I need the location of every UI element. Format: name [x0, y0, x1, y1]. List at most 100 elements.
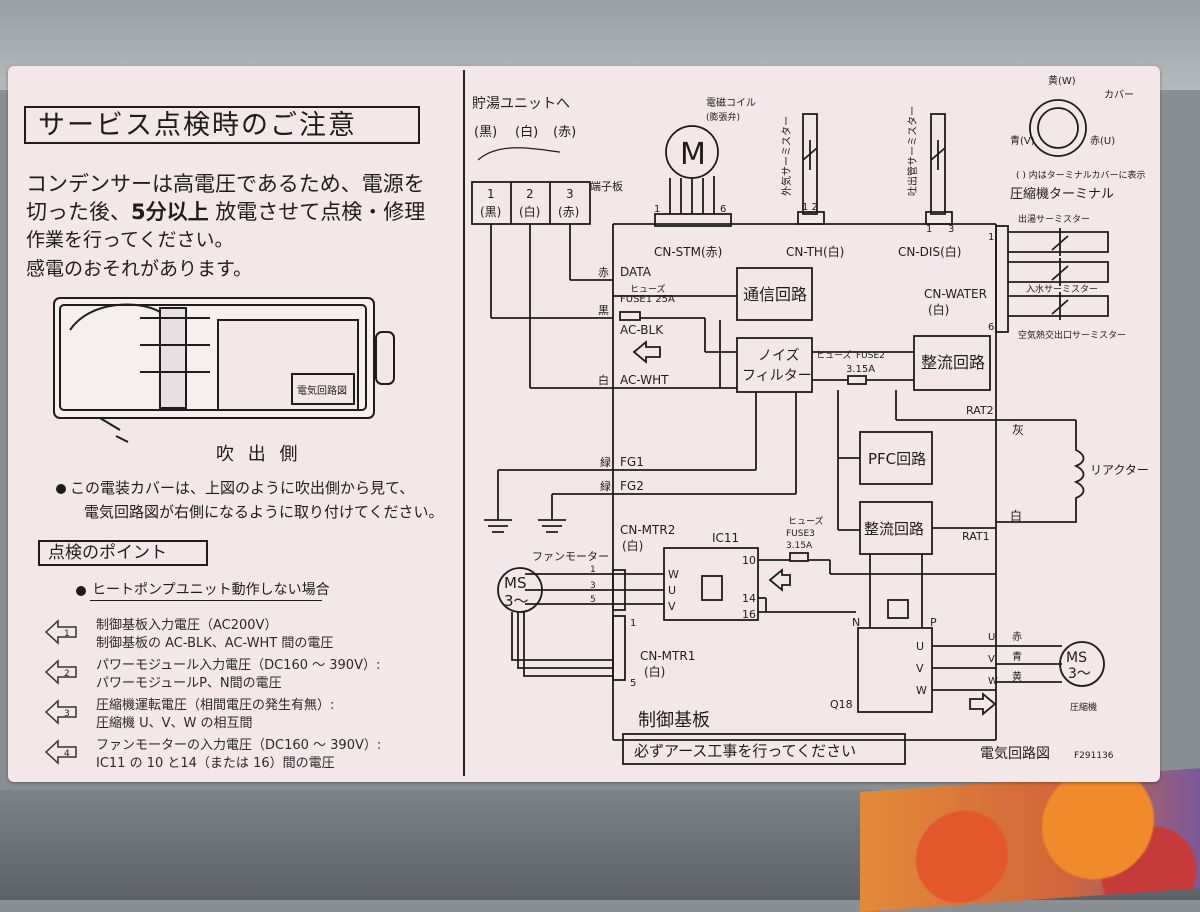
green-label: 緑: [600, 479, 611, 493]
mtr1-pin: 5: [630, 678, 636, 689]
wuv-label: V: [668, 600, 676, 613]
white-label: 白: [1010, 508, 1022, 523]
solenoid-label: 電磁コイル: [706, 96, 756, 109]
wht-color-label: 白: [598, 373, 609, 387]
compressor-terminal-label: 圧縮機ターミナル: [1010, 186, 1114, 202]
stm-pin: 1: [654, 204, 660, 215]
diagram-title: 電気回路図: [980, 746, 1050, 762]
fuse-label: ヒューズ: [788, 515, 824, 527]
pfc-label: PFC回路: [868, 450, 926, 468]
warning-line-4: 感電のおそれがあります。: [26, 258, 253, 280]
wuv-label: U: [668, 584, 676, 597]
ac-wht-label: AC-WHT: [620, 373, 669, 387]
phase-color: 赤: [1012, 631, 1022, 643]
unit-caption: 吹 出 側: [216, 444, 302, 465]
arrow-left-icon: 3: [44, 699, 77, 725]
terminal-num: 1: [487, 187, 495, 201]
unit-box-label: 電気回路図: [297, 384, 347, 397]
cover-note: ( ) 内はターミナルカバーに表示: [1016, 169, 1145, 181]
terminal-color: (白): [519, 204, 540, 219]
cover-mark-v: 青(V): [1010, 134, 1035, 147]
fuse-label: ヒューズ: [630, 283, 666, 295]
q18-label: Q18: [830, 698, 853, 711]
warning-line-3: 作業を行ってください。: [26, 229, 234, 251]
check-item-num: 3: [64, 709, 70, 719]
terminal-num: 3: [566, 187, 574, 201]
check-item-line2: パワーモジュールP、N間の電圧: [96, 676, 282, 691]
n-label: N: [852, 616, 860, 629]
fuse1-label: FUSE1 25A: [620, 294, 675, 305]
cn-water-color: (白): [928, 302, 949, 317]
data-color-label: 赤: [598, 266, 609, 279]
wire-color-label: (黒): [474, 125, 497, 140]
cn-mtr1-color: (白): [644, 664, 665, 679]
cover-mark-cover: カバー: [1104, 89, 1134, 101]
cn-mtr1-label: CN-MTR1: [640, 649, 695, 663]
green-label: 緑: [600, 455, 611, 469]
fuse2-rating: 3.15A: [846, 364, 875, 375]
cn-stm-label: CN-STM(赤): [654, 245, 722, 259]
cover-note-line-2: 電気回路図が右側になるように取り付けてください。: [84, 503, 444, 521]
uvw-label: W: [916, 684, 927, 697]
stm-pin: 6: [720, 204, 726, 215]
terminal-board-label: 端子板: [590, 179, 623, 193]
check-item-line1: ファンモーターの入力電圧（DC160 ～ 390V）:: [96, 738, 382, 753]
check-item-line1: 制御基板入力電圧（AC200V）: [96, 618, 278, 633]
uvw-label: W: [988, 676, 998, 687]
cn-dis-label: CN-DIS(白): [898, 244, 961, 259]
wire-color-label: (赤): [553, 125, 576, 140]
wuv-label: W: [668, 568, 679, 581]
check-item-num: 2: [64, 669, 70, 679]
uvw-label: V: [988, 654, 995, 665]
fan-pin: 1: [590, 565, 596, 575]
terminal-color: (赤): [558, 205, 579, 219]
arrow-left-icon: 4: [44, 739, 77, 765]
check-item-line1: パワーモジュール入力電圧（DC160 ～ 390V）:: [96, 658, 381, 673]
page-title: サービス点検時のご注意: [38, 110, 357, 141]
terminal-color: (黒): [480, 205, 501, 219]
compressor-label: 圧縮機: [1070, 701, 1097, 713]
cn-mtr2-label: CN-MTR2: [620, 523, 675, 537]
blk-color-label: 黒: [598, 304, 609, 317]
phase-color: 黄: [1012, 670, 1022, 683]
fan-pin: 3: [590, 581, 596, 591]
wiring: [471, 99, 1109, 765]
fg1-label: FG1: [620, 455, 644, 469]
fuse-label: ヒューズ: [816, 349, 852, 361]
fan-motor-label: ファンモーター: [532, 550, 609, 563]
ic-pin: 16: [742, 608, 756, 621]
rectifier-1-label: 整流回路: [921, 353, 985, 372]
reactor-label: リアクター: [1090, 463, 1149, 477]
unit-housing: [53, 297, 395, 443]
water-pin: 1: [988, 232, 994, 243]
rectifier-2-label: 整流回路: [864, 520, 924, 538]
noise-filter-label-1: ノイズ: [758, 348, 800, 364]
label-divider: [463, 70, 465, 776]
ac-blk-label: AC-BLK: [620, 323, 664, 337]
fg2-label: FG2: [620, 479, 644, 493]
check-item-num: 4: [64, 749, 70, 759]
ic-pin: 10: [742, 554, 756, 567]
phase-color: 青: [1012, 650, 1022, 663]
motor-m-label: M: [680, 137, 706, 172]
wire-color-label: (白): [515, 124, 538, 140]
ms-fan-label-1: MS: [504, 574, 526, 592]
ms-compressor-label-1: MS: [1066, 650, 1087, 666]
ms-compressor-label-2: 3～: [1068, 666, 1091, 682]
terminal-num: 2: [526, 187, 534, 201]
warning-line-2-pre: 切った後、: [26, 200, 131, 224]
outside-thermistor-label: 外気サーミスター: [780, 116, 793, 196]
ms-fan-label-2: 3～: [504, 592, 529, 610]
inlet-thermistor-label: 入水サーミスター: [1026, 283, 1098, 295]
p-label: P: [930, 616, 937, 629]
bullet-icon: [56, 484, 66, 494]
warning-line-1: コンデンサーは高電圧であるため、電源を: [26, 172, 425, 196]
storage-unit-label: 貯湯ユニットへ: [472, 95, 570, 112]
cn-mtr2-color: (白): [622, 538, 643, 553]
rat1-label: RAT1: [962, 530, 990, 543]
warning-line-2-post: 放電させて点検・修理: [208, 200, 426, 224]
check-item-line2: IC11 の 10 と14（または 16）間の電圧: [96, 756, 335, 771]
warning-line-2-bold: 5分以上: [131, 200, 209, 224]
